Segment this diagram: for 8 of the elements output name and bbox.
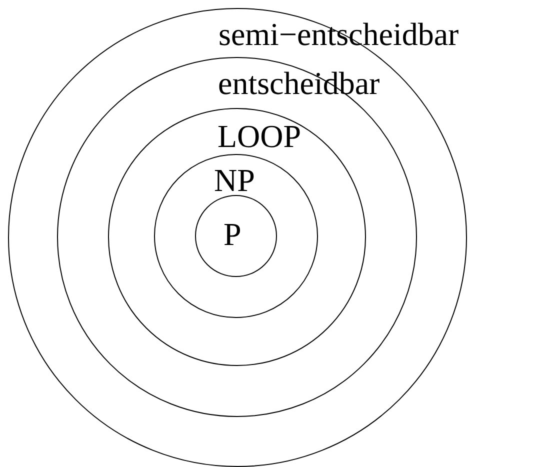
set-circle <box>8 8 467 467</box>
set-label: P <box>224 218 242 250</box>
set-label: NP <box>214 164 255 196</box>
set-label: LOOP <box>218 120 302 152</box>
set-circle <box>154 154 318 318</box>
set-circle <box>194 194 276 276</box>
set-circle <box>57 57 417 417</box>
set-circle <box>108 108 366 366</box>
